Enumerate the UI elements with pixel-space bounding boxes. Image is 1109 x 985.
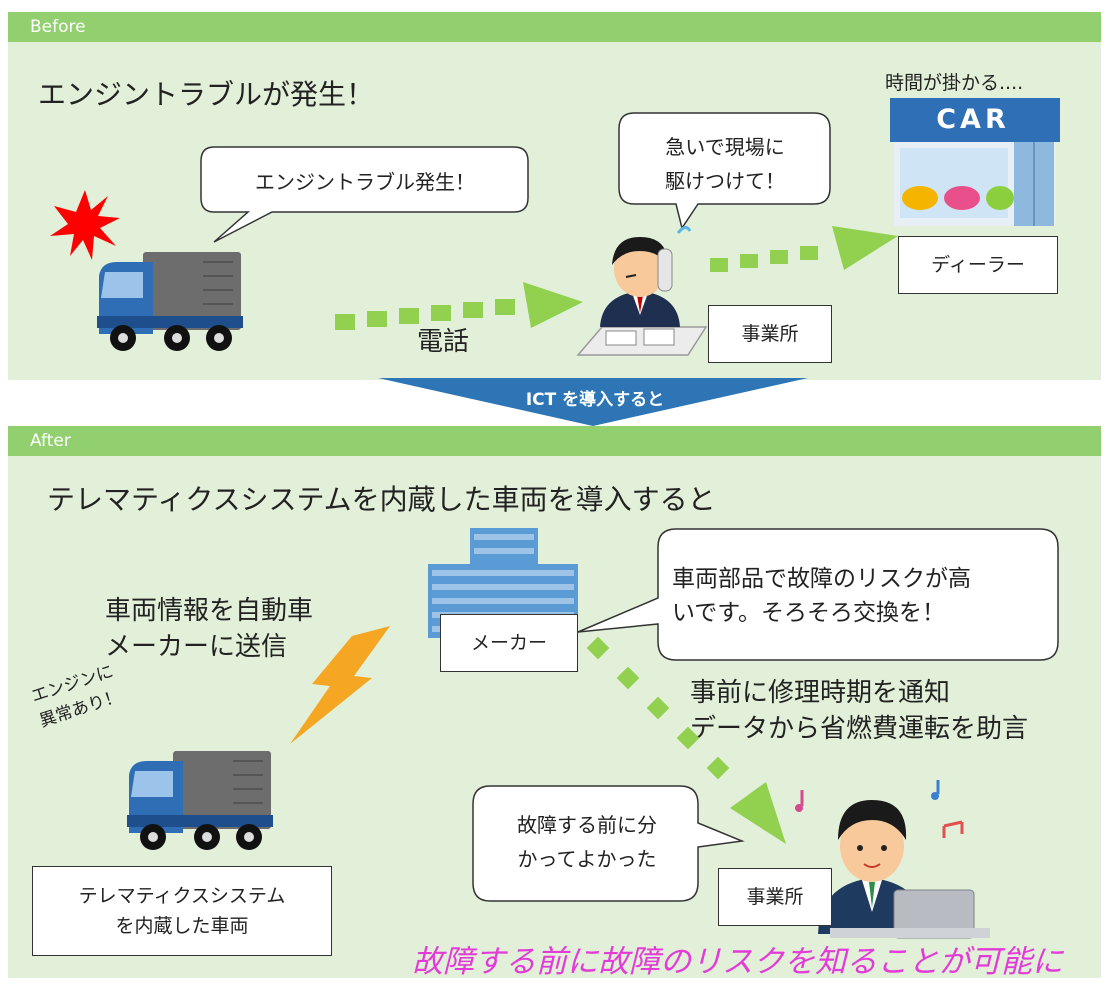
office-bubble-line-2: 駆けつけて！ bbox=[665, 169, 785, 193]
dealer-caption: 時間が掛かる.... bbox=[885, 72, 1024, 94]
explosion-icon bbox=[50, 190, 120, 260]
office-speech-bubble bbox=[618, 112, 831, 230]
office-label-box-after: 事業所 bbox=[718, 868, 832, 926]
truck-icon-after bbox=[127, 751, 273, 850]
office-label-box: 事業所 bbox=[708, 305, 832, 363]
office-worker-laptop-icon bbox=[795, 780, 990, 939]
notify-text-line-1: 事前に修理時期を通知 bbox=[690, 678, 951, 708]
office-bubble-text-after: 故障する前に分 かってよかった bbox=[482, 808, 692, 876]
dealer-sign: CAR bbox=[936, 104, 1010, 135]
truck-label-line-1: テレマティクスシステム bbox=[78, 885, 286, 907]
before-title: エンジントラブルが発生！ bbox=[38, 78, 375, 111]
office-bubble-after-line-1: 故障する前に分 bbox=[517, 813, 657, 837]
before-header: Before bbox=[8, 12, 1101, 42]
after-title: テレマティクスシステムを内蔵した車両を導入すると bbox=[47, 483, 716, 516]
truck-bubble-text: エンジントラブル発生！ bbox=[255, 170, 475, 194]
lightning-icon bbox=[290, 626, 390, 744]
send-text: 車両情報を自動車 メーカーに送信 bbox=[105, 593, 313, 665]
send-text-line-1: 車両情報を自動車 bbox=[105, 596, 314, 626]
office-bubble-text: 急いで現場に 駆けつけて！ bbox=[630, 130, 820, 198]
office-bubble-after-line-2: かってよかった bbox=[517, 847, 657, 871]
notify-text-line-2: データから省燃費運転を助言 bbox=[690, 714, 1029, 744]
telematics-truck-label-box: テレマティクスシステム を内蔵した車両 bbox=[32, 866, 332, 956]
ict-transition-banner bbox=[378, 378, 808, 426]
dealer-label-box: ディーラー bbox=[898, 236, 1058, 294]
office-speech-bubble-after bbox=[472, 785, 745, 902]
arrow-to-dealer bbox=[710, 226, 898, 272]
maker-speech-bubble bbox=[577, 528, 1059, 661]
footer-message: 故障する前に故障のリスクを知ることが可能に bbox=[412, 944, 1063, 980]
ict-transition-label: ICT を導入すると bbox=[525, 390, 665, 410]
arrow-to-office bbox=[335, 282, 583, 330]
office-worker-icon bbox=[576, 226, 708, 356]
maker-label-box: メーカー bbox=[440, 614, 578, 672]
office-bubble-line-1: 急いで現場に bbox=[665, 135, 785, 159]
arrow-to-office-after bbox=[586, 636, 786, 844]
notify-text: 事前に修理時期を通知 データから省燃費運転を助言 bbox=[690, 675, 1028, 747]
send-text-line-2: メーカーに送信 bbox=[105, 632, 288, 662]
after-header: After bbox=[8, 426, 1101, 456]
maker-bubble-text: 車両部品で故障のリスクが高 いです。そろそろ交換を！ bbox=[672, 562, 1042, 630]
truck-speech-bubble bbox=[200, 146, 529, 243]
maker-bubble-line-1: 車両部品で故障のリスクが高 bbox=[672, 566, 971, 592]
phone-label: 電話 bbox=[417, 327, 470, 357]
maker-bubble-line-2: いです。そろそろ交換を！ bbox=[672, 600, 946, 626]
car-dealer-icon bbox=[890, 98, 1060, 226]
truck-icon bbox=[97, 252, 243, 351]
truck-label-line-2: を内蔵した車両 bbox=[115, 915, 249, 937]
